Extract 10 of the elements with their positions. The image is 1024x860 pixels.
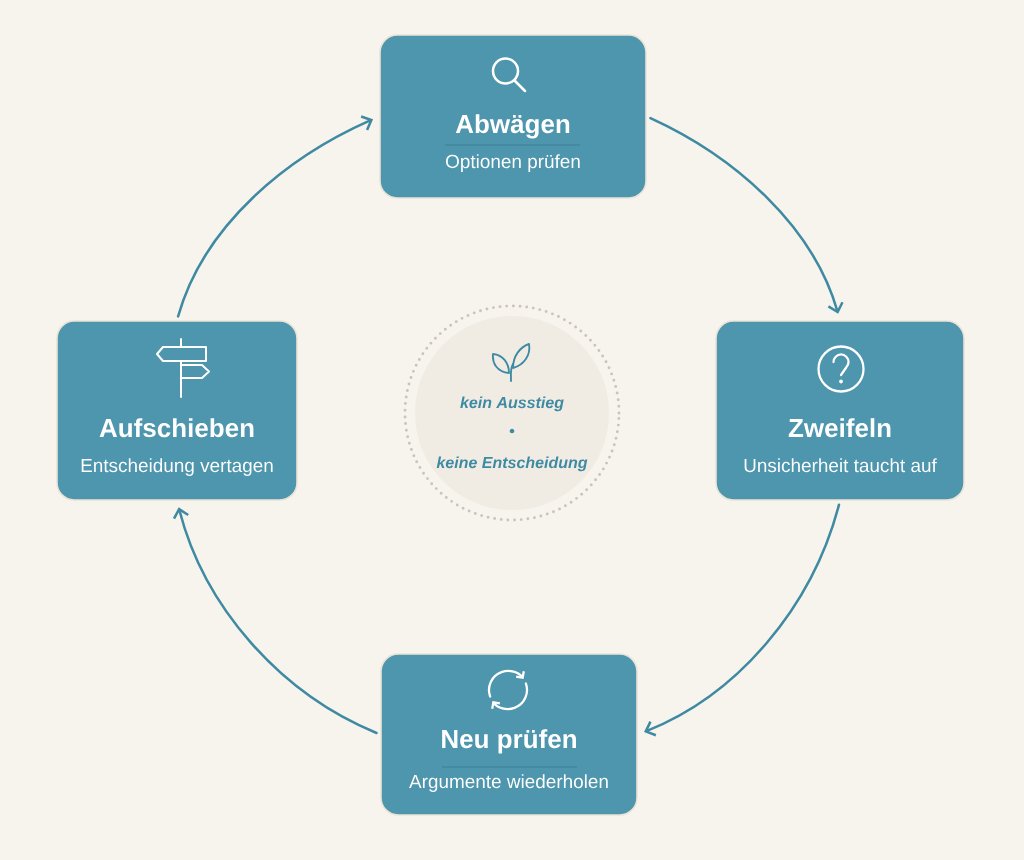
- process-box: Zweifeln Unsicherheit taucht auf: [715, 320, 965, 501]
- arrow: [649, 116, 844, 314]
- arrow: [644, 503, 841, 737]
- process-box: Abwägen Optionen prüfen: [379, 34, 647, 199]
- process-box: Aufschieben Entscheidung vertagen: [56, 320, 298, 501]
- arrow: [172, 507, 378, 735]
- process-box: Neu prüfen Argumente wiederholen: [380, 653, 638, 816]
- arrow: [176, 115, 374, 318]
- node-label: keine Entscheidung: [436, 456, 588, 472]
- node-label: kein Ausstieg: [460, 396, 564, 412]
